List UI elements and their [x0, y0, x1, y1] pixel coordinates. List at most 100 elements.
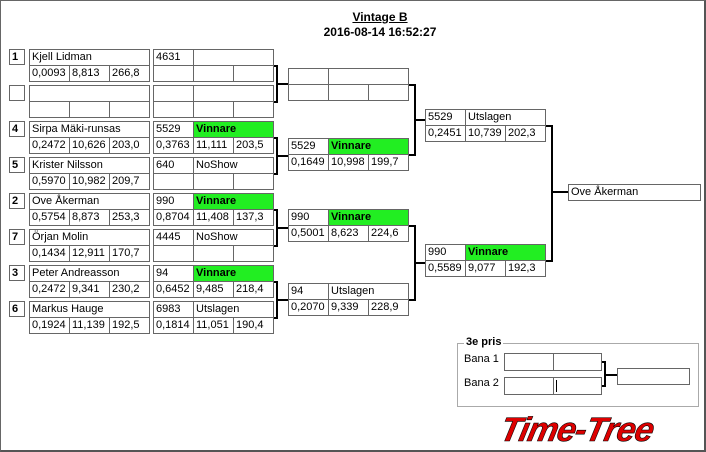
- page-title: Vintage B: [352, 10, 408, 24]
- lane2-label: Bana 2: [464, 377, 499, 389]
- race-status: [193, 49, 274, 66]
- final-winner[interactable]: Ove Åkerman: [568, 184, 701, 201]
- third-prize-winner[interactable]: [617, 368, 690, 385]
- driver-name[interactable]: [29, 85, 150, 102]
- seed-number: 4: [9, 121, 25, 137]
- race-elapsed-time: [193, 65, 234, 82]
- seed-number: 7: [9, 229, 25, 245]
- third-lane1-status[interactable]: [553, 353, 602, 371]
- round2-bet: 990: [288, 209, 329, 226]
- qual-speed: 203,0: [109, 137, 150, 154]
- qual-reaction-time: 0,2472: [29, 137, 70, 154]
- qual-speed: 192,5: [109, 317, 150, 334]
- third-prize-title: 3e pris: [464, 336, 504, 348]
- qual-elapsed-time: [69, 101, 110, 118]
- seed-number: 6: [9, 301, 25, 317]
- race-elapsed-time: 9,485: [193, 281, 234, 298]
- round2-status: Vinnare: [328, 209, 409, 226]
- race-reaction-time: [153, 101, 194, 118]
- bracket-connector: [277, 227, 288, 229]
- driver-name[interactable]: Örjan Molin: [29, 229, 150, 246]
- round2-elapsed-time: 10,998: [328, 154, 369, 171]
- seed-number: 5: [9, 157, 25, 173]
- race-speed: [233, 101, 274, 118]
- third-lane1-bet[interactable]: [504, 353, 554, 371]
- third-lane2-status[interactable]: [553, 377, 602, 395]
- round2-reaction-time: 0,5001: [288, 225, 329, 242]
- round2-speed: 228,9: [368, 299, 409, 316]
- third-prize-group: [457, 343, 699, 407]
- race-reaction-time: 0,1814: [153, 317, 194, 334]
- qual-speed: 266,8: [109, 65, 150, 82]
- race-elapsed-time: [193, 101, 234, 118]
- bracket-connector: [551, 125, 553, 262]
- bracket-connector: [546, 260, 553, 262]
- qual-elapsed-time: 11,139: [69, 317, 110, 334]
- round2-status: Vinnare: [328, 138, 409, 155]
- race-bet: [153, 85, 194, 102]
- race-bet: 4445: [153, 229, 194, 246]
- race-speed: 218,4: [233, 281, 274, 298]
- race-speed: 203,5: [233, 137, 274, 154]
- semifinal-reaction-time: 0,5589: [425, 260, 466, 277]
- round2-reaction-time: 0,1649: [288, 154, 329, 171]
- seed-number: 2: [9, 193, 25, 209]
- race-status: Utslagen: [193, 301, 274, 318]
- race-status: Vinnare: [193, 193, 274, 210]
- text-cursor: [556, 380, 557, 392]
- qual-reaction-time: 0,5754: [29, 209, 70, 226]
- qual-reaction-time: 0,5970: [29, 173, 70, 190]
- driver-name[interactable]: Sirpa Mäki-runsas: [29, 121, 150, 138]
- race-speed: [233, 65, 274, 82]
- qual-elapsed-time: 8,813: [69, 65, 110, 82]
- race-status: Vinnare: [193, 121, 274, 138]
- bracket-connector: [409, 299, 416, 301]
- qual-speed: 230,2: [109, 281, 150, 298]
- race-status: [193, 85, 274, 102]
- semifinal-speed: 192,3: [505, 260, 546, 277]
- race-speed: [233, 245, 274, 262]
- semifinal-speed: 202,3: [505, 125, 546, 142]
- qual-reaction-time: 0,1434: [29, 245, 70, 262]
- round2-status: Utslagen: [328, 283, 409, 300]
- qual-speed: 170,7: [109, 245, 150, 262]
- driver-name[interactable]: Ove Åkerman: [29, 193, 150, 210]
- seed-number: 3: [9, 265, 25, 281]
- qual-elapsed-time: 8,873: [69, 209, 110, 226]
- round2-bet: 94: [288, 283, 329, 300]
- semifinal-status: Utslagen: [465, 109, 546, 126]
- driver-name[interactable]: Markus Hauge: [29, 301, 150, 318]
- race-bet: 94: [153, 265, 194, 282]
- semifinal-reaction-time: 0,2451: [425, 125, 466, 142]
- round2-elapsed-time: 9,339: [328, 299, 369, 316]
- qual-reaction-time: 0,1924: [29, 317, 70, 334]
- qual-reaction-time: [29, 101, 70, 118]
- driver-name[interactable]: Kjell Lidman: [29, 49, 150, 66]
- round2-status: [328, 68, 409, 85]
- race-status: Vinnare: [193, 265, 274, 282]
- qual-elapsed-time: 12,911: [69, 245, 110, 262]
- driver-name[interactable]: Krister Nilsson: [29, 157, 150, 174]
- round2-reaction-time: [288, 84, 329, 101]
- qual-elapsed-time: 9,341: [69, 281, 110, 298]
- round2-speed: [368, 84, 409, 101]
- bracket-connector: [277, 299, 288, 301]
- bracket-connector: [409, 84, 416, 86]
- connector: [605, 374, 617, 376]
- race-reaction-time: [153, 173, 194, 190]
- round2-elapsed-time: 8,623: [328, 225, 369, 242]
- driver-name[interactable]: Peter Andreasson: [29, 265, 150, 282]
- race-bet: 640: [153, 157, 194, 174]
- bracket-connector: [409, 154, 416, 156]
- page-datetime: 2016-08-14 16:52:27: [323, 25, 437, 39]
- round2-speed: 199,7: [368, 154, 409, 171]
- race-status: NoShow: [193, 229, 274, 246]
- third-lane2-bet[interactable]: [504, 377, 554, 395]
- race-bet: 6983: [153, 301, 194, 318]
- semifinal-elapsed-time: 10,739: [465, 125, 506, 142]
- race-speed: 137,3: [233, 209, 274, 226]
- bracket-connector: [415, 119, 425, 121]
- bracket-connector: [546, 125, 553, 127]
- race-elapsed-time: [193, 173, 234, 190]
